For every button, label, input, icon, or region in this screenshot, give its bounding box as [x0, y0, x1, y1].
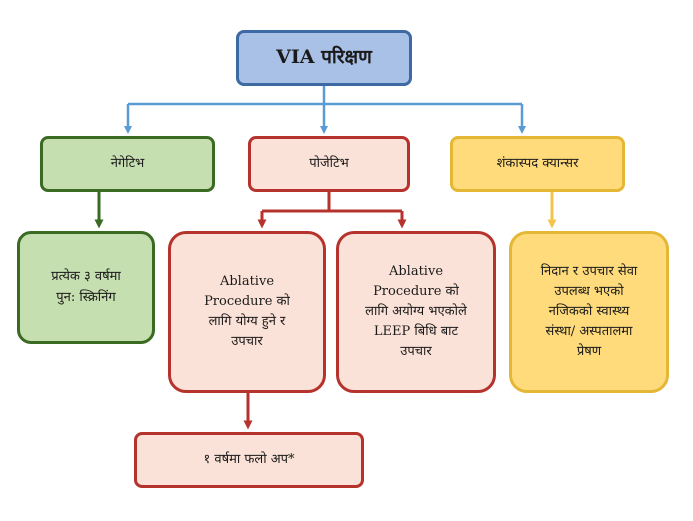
positive-label: पोजेटिभ: [309, 155, 349, 171]
negative-node: नेगेटिभ: [40, 136, 215, 192]
suspicious-cancer-label: शंकास्पद क्यान्सर: [496, 155, 579, 171]
suspicious-cancer-node: शंकास्पद क्यान्सर: [450, 136, 625, 192]
one-year-followup-node: १ वर्षमा फलो अप*: [134, 432, 364, 488]
positive-node: पोजेटिभ: [248, 136, 410, 192]
ablative-ineligible-leep-node: Ablative Procedure को लागि अयोग्य भएकोले…: [336, 231, 496, 393]
referral-text: निदान र उपचार सेवा उपलब्ध भएको नजिकको स्…: [540, 263, 638, 360]
one-year-followup-text: १ वर्षमा फलो अप*: [203, 451, 295, 467]
ablative-eligible-text: Ablative Procedure को लागि योग्य हुने र …: [204, 273, 290, 350]
ablative-eligible-node: Ablative Procedure को लागि योग्य हुने र …: [168, 231, 326, 393]
ablative-ineligible-text: Ablative Procedure को लागि अयोग्य भएकोले…: [365, 263, 467, 360]
negative-rescreening-text: प्रत्येक ३ वर्षमा पुन: स्क्रिनिंग: [51, 269, 121, 305]
root-title: VIA परिक्षण: [276, 46, 372, 69]
negative-rescreening-node: प्रत्येक ३ वर्षमा पुन: स्क्रिनिंग: [17, 231, 155, 344]
via-screening-root-node: VIA परिक्षण: [236, 30, 412, 86]
referral-node: निदान र उपचार सेवा उपलब्ध भएको नजिकको स्…: [509, 231, 669, 393]
negative-label: नेगेटिभ: [110, 155, 145, 171]
